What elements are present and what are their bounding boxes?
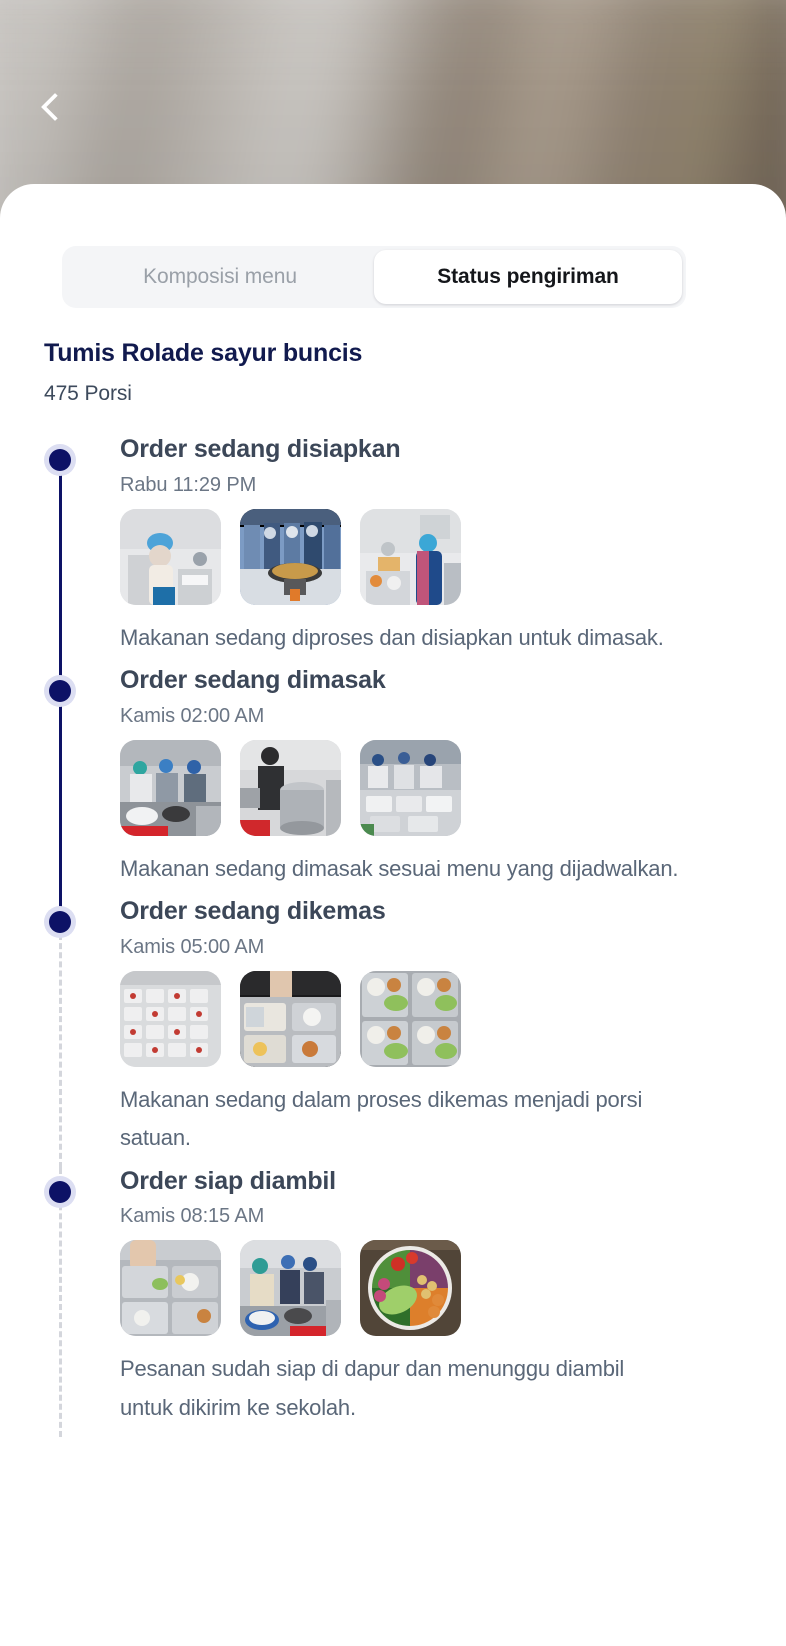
timeline-item: Order sedang disiapkan Rabu 11:29 PM xyxy=(0,435,786,667)
timeline-photo-strip xyxy=(120,1240,746,1336)
photo-filling-meal-trays[interactable] xyxy=(120,1240,221,1336)
timeline-description: Makanan sedang dimasak sesuai menu yang … xyxy=(120,855,679,881)
timeline-connector-line-pending xyxy=(59,1167,62,1437)
photo-packed-meal-trays[interactable] xyxy=(360,970,461,1067)
timeline-dot-current xyxy=(44,906,76,938)
timeline-content: Order sedang dimasak Kamis 02:00 AM xyxy=(120,666,786,898)
timeline-status-title: Order sedang disiapkan xyxy=(120,435,401,463)
timeline-content: Order siap diambil Kamis 08:15 AM xyxy=(120,1166,786,1438)
timeline-dot-pending xyxy=(44,1175,76,1208)
back-button[interactable] xyxy=(26,78,84,136)
timeline-status-title: Order sedang dikemas xyxy=(120,897,386,925)
timeline-content: Order sedang disiapkan Rabu 11:29 PM xyxy=(120,435,786,667)
menu-title: Tumis Rolade sayur buncis xyxy=(44,339,363,367)
timeline-rail xyxy=(44,667,120,898)
timeline-rail xyxy=(44,1167,120,1437)
photo-kitchen-staff-preparing[interactable] xyxy=(120,508,221,605)
photo-cooks-at-stations[interactable] xyxy=(120,739,221,836)
tab-komposisi-menu[interactable]: Komposisi menu xyxy=(66,250,374,304)
menu-portion-count: 475 Porsi xyxy=(44,382,132,405)
photo-hands-filling-trays[interactable] xyxy=(240,970,341,1067)
timeline-photo-strip xyxy=(120,508,746,605)
timeline-content: Order sedang dikemas Kamis 05:00 AM xyxy=(120,897,786,1168)
timeline-timestamp: Rabu 11:29 PM xyxy=(120,473,257,496)
photo-kitchen-team-prepping[interactable] xyxy=(360,508,461,605)
timeline-item: Order sedang dikemas Kamis 05:00 AM xyxy=(0,897,786,1168)
timeline-status-title: Order siap diambil xyxy=(120,1166,336,1195)
timeline-timestamp: Kamis 05:00 AM xyxy=(120,935,265,958)
timeline-rail xyxy=(44,436,120,667)
timeline-description: Makanan sedang diproses dan disiapkan un… xyxy=(120,624,664,650)
timeline-description: Makanan sedang dalam proses dikemas menj… xyxy=(120,1086,643,1151)
timeline-dot-completed xyxy=(44,675,76,707)
content-sheet: Komposisi menu Status pengiriman Tumis R… xyxy=(0,184,786,1646)
photo-wok-cooking-stove[interactable] xyxy=(240,508,341,605)
timeline-photo-strip xyxy=(120,970,746,1067)
timeline-photo-strip xyxy=(120,739,746,836)
timeline-item: Order siap diambil Kamis 08:15 AM xyxy=(0,1166,786,1438)
delivery-status-timeline: Order sedang disiapkan Rabu 11:29 PM xyxy=(0,435,786,1438)
photo-team-plating-trays[interactable] xyxy=(360,739,461,836)
timeline-item: Order sedang dimasak Kamis 02:00 AM xyxy=(0,666,786,898)
photo-fresh-vegetable-bowl[interactable] xyxy=(360,1240,461,1336)
timeline-timestamp: Kamis 02:00 AM xyxy=(120,704,265,727)
timeline-rail xyxy=(44,898,120,1168)
timeline-description: Pesanan sudah siap di dapur dan menunggu… xyxy=(120,1356,625,1420)
timeline-timestamp: Kamis 08:15 AM xyxy=(120,1205,265,1227)
timeline-connector-line xyxy=(59,667,62,898)
chevron-left-icon xyxy=(40,92,70,122)
tab-bar: Komposisi menu Status pengiriman xyxy=(62,246,686,308)
tab-komposisi-menu-label: Komposisi menu xyxy=(143,265,297,288)
timeline-status-title: Order sedang dimasak xyxy=(120,666,386,694)
tab-status-pengiriman-label: Status pengiriman xyxy=(437,265,619,288)
tab-status-pengiriman[interactable]: Status pengiriman xyxy=(374,250,682,304)
photo-chef-large-stockpot[interactable] xyxy=(240,739,341,836)
timeline-connector-line xyxy=(59,454,62,667)
timeline-dot-completed xyxy=(44,444,76,476)
timeline-connector-line-pending xyxy=(59,934,62,1168)
photo-kitchen-crew-final[interactable] xyxy=(240,1240,341,1336)
photo-racks-of-packed-meals[interactable] xyxy=(120,970,221,1067)
